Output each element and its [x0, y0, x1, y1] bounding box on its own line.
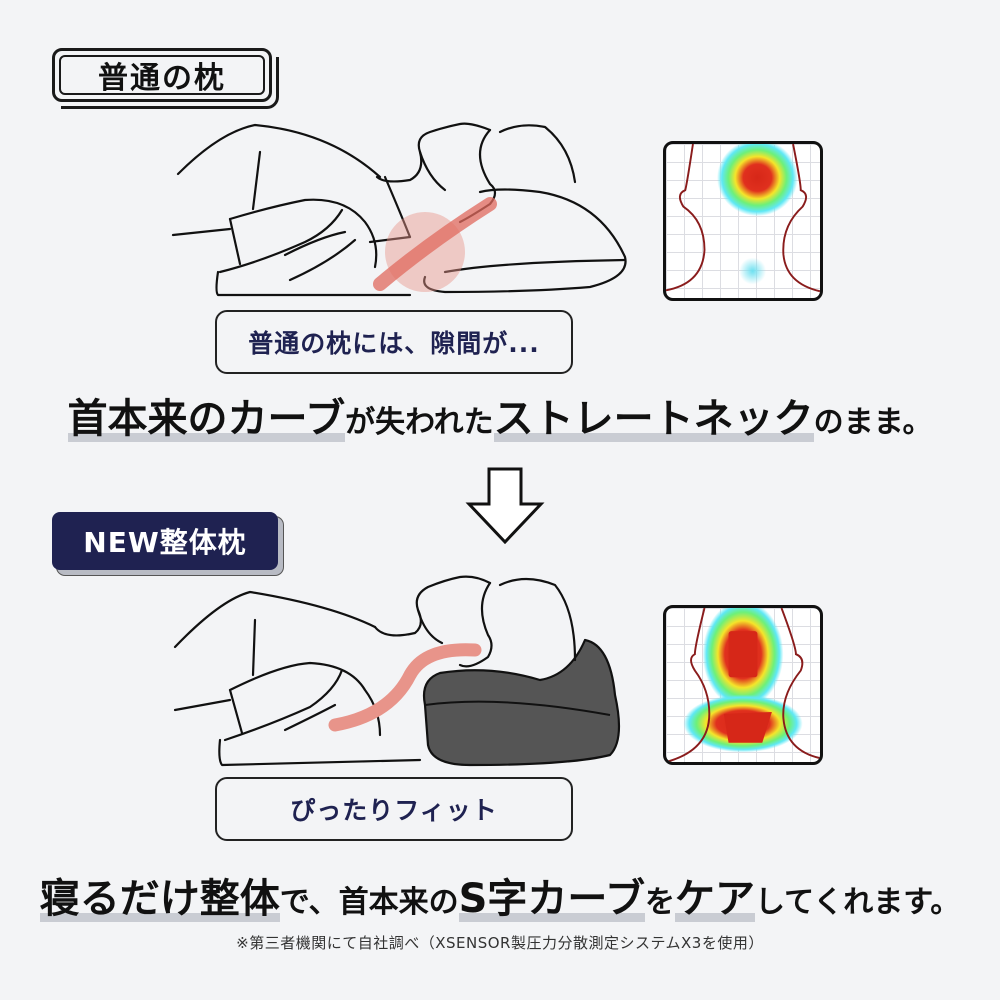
heatmap-new-graphic — [666, 608, 820, 762]
footnote: ※第三者機関にて自社調べ（XSENSOR製圧力分散測定システムX3を使用） — [236, 934, 764, 952]
headline1-part4: のまま。 — [813, 405, 933, 440]
headline2-part3: S字カーブ — [458, 866, 646, 924]
headline-s-curve: 寝るだけ整体で、首本来のS字カーブをケアしてくれます。 — [0, 866, 1000, 924]
new-pillow-illustration — [173, 575, 621, 767]
headline2-part5: ケア — [675, 866, 756, 924]
tag-inner-border — [59, 55, 265, 95]
normal-pillow-illustration — [171, 122, 627, 297]
normal-pillow-tag: 普通の枕 — [52, 48, 279, 109]
new-pillow-label: NEW整体枕 — [83, 526, 247, 559]
headline-straight-neck: 首本来のカーブが失われたストレートネックのまま。 — [0, 386, 1000, 444]
pressure-map-normal — [663, 141, 823, 301]
new-callout-text: ぴったりフィット — [290, 796, 498, 825]
pressure-map-new — [663, 605, 823, 765]
heatmap-normal-graphic — [666, 144, 820, 293]
new-pillow-callout: ぴったりフィット — [215, 777, 573, 841]
down-arrow-icon — [465, 467, 545, 544]
new-pillow-tag: NEW整体枕 — [52, 512, 278, 570]
headline2-part2: で、首本来の — [279, 885, 459, 920]
normal-pillow-label: 普通の枕 — [98, 61, 226, 96]
headline2-part4: を — [645, 885, 676, 920]
headline2-part6: してくれます。 — [755, 885, 961, 920]
normal-callout-text: 普通の枕には、隙間が... — [248, 329, 540, 358]
headline1-part3: ストレートネック — [493, 386, 814, 444]
headline1-part1: 首本来のカーブ — [67, 386, 345, 444]
headline2-part1: 寝るだけ整体 — [39, 866, 280, 924]
normal-pillow-callout: 普通の枕には、隙間が... — [215, 310, 573, 374]
headline1-part2: が失われた — [345, 405, 494, 440]
